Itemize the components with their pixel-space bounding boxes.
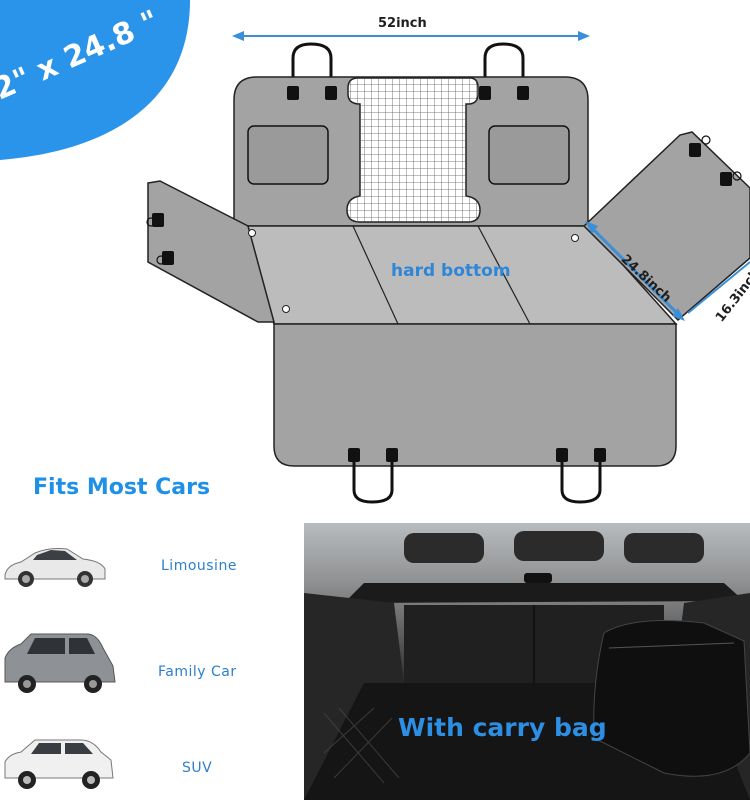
bottom-strap-right bbox=[560, 460, 602, 504]
top-strap-right bbox=[483, 42, 525, 90]
right-side-flap bbox=[582, 131, 750, 322]
car-row-suv: SUV bbox=[0, 728, 290, 798]
left-pocket bbox=[247, 125, 329, 185]
car-label-family-car: Family Car bbox=[158, 664, 237, 680]
width-dimension-label: 52inch bbox=[378, 16, 427, 31]
sedan-car-icon bbox=[4, 548, 106, 587]
seat-cover-diagram bbox=[146, 31, 750, 504]
suv-icon bbox=[4, 739, 114, 789]
top-strap-left bbox=[291, 42, 333, 90]
right-pocket bbox=[488, 125, 570, 185]
left-side-flap bbox=[147, 180, 275, 323]
car-label-suv: SUV bbox=[182, 760, 213, 776]
car-label-limousine: Limousine bbox=[161, 558, 237, 574]
bottom-strap-left bbox=[352, 460, 394, 504]
front-drape-panel bbox=[273, 323, 677, 467]
corner-badge bbox=[0, 0, 190, 160]
car-row-limousine: Limousine bbox=[0, 530, 290, 600]
car-row-family-car: Family Car bbox=[0, 626, 290, 706]
width-dimension-arrow bbox=[232, 31, 590, 41]
fits-most-cars-heading: Fits Most Cars bbox=[33, 475, 211, 500]
trunk-photo bbox=[304, 523, 750, 800]
carry-bag-caption: With carry bag bbox=[398, 713, 607, 742]
van-icon bbox=[4, 633, 116, 693]
hard-bottom-label: hard bottom bbox=[391, 261, 511, 281]
trunk-photo-drawing bbox=[304, 531, 750, 800]
